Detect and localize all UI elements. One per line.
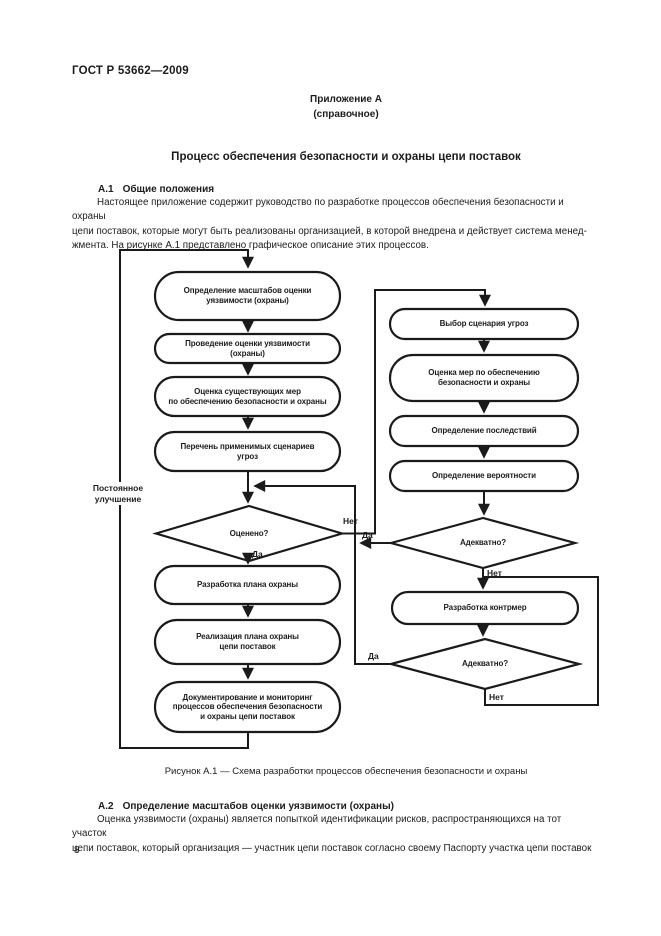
flow-node-line: Определение масштабов оценки bbox=[183, 286, 312, 296]
edge-label-yes: Да bbox=[252, 549, 263, 559]
section-a2-heading: А.2 Определение масштабов оценки уязвимос… bbox=[98, 801, 394, 812]
flow-decision-adequate-1: Адекватно? bbox=[391, 518, 575, 568]
continuous-improvement-label: Постоянное улучшение bbox=[85, 482, 151, 505]
annex-label: Приложение А bbox=[310, 94, 382, 105]
flow-node-line: Оценено? bbox=[229, 528, 269, 538]
edge-label-yes: Да bbox=[368, 651, 379, 661]
paragraph-line: Настоящее приложение содержит руководств… bbox=[72, 197, 564, 223]
edge-label-no: Нет bbox=[487, 568, 502, 578]
flow-node-probability-determination: Определение вероятности bbox=[390, 461, 578, 491]
flow-node-line: уязвимости (охраны) bbox=[206, 296, 289, 305]
flow-node-line: по обеспечению безопасности и охраны bbox=[168, 396, 327, 406]
section-a2-paragraph: Оценка уязвимости (охраны) является попы… bbox=[72, 813, 596, 856]
paragraph-line: цепи поставок, которые могут быть реализ… bbox=[72, 225, 587, 237]
flow-node-security-plan-development: Разработка плана охраны bbox=[155, 566, 340, 604]
flow-node-line: Документирование и мониторинг bbox=[182, 692, 313, 702]
loop-label-line: улучшение bbox=[94, 493, 142, 504]
flow-node-line: (охраны) bbox=[230, 348, 265, 358]
flow-node-line: угроз bbox=[237, 451, 258, 461]
flow-node-countermeasures-development: Разработка контрмер bbox=[392, 592, 578, 624]
flow-node-line: Выбор сценария угроз bbox=[439, 319, 529, 329]
flow-node-line: Оценка существующих мер bbox=[194, 386, 301, 396]
flow-node-existing-measures-evaluation: Оценка существующих мер по обеспечению б… bbox=[155, 377, 340, 416]
flow-node-line: цепи поставок bbox=[219, 642, 276, 651]
flow-node-line: Адекватно? bbox=[461, 659, 509, 669]
section-a1-paragraph: Настоящее приложение содержит руководств… bbox=[72, 196, 596, 254]
section-a2-title: Определение масштабов оценки уязвимости … bbox=[122, 801, 394, 812]
flow-node-line: безопасности и охраны bbox=[437, 378, 531, 387]
flow-node-line: Разработка плана охраны bbox=[196, 580, 299, 590]
flow-node-documentation-monitoring: Документирование и мониторинг процессов … bbox=[155, 682, 340, 732]
flow-node-vulnerability-assessment: Проведение оценки уязвимости (охраны) bbox=[155, 334, 340, 363]
paragraph-line: Оценка уязвимости (охраны) является попы… bbox=[72, 814, 562, 840]
flow-node-line: Проведение оценки уязвимости bbox=[185, 338, 310, 348]
edge-label-no: Нет bbox=[343, 516, 358, 526]
flow-node-scope-definition: Определение масштабов оценки уязвимости … bbox=[155, 272, 340, 320]
section-a2-number: А.2 bbox=[98, 801, 114, 812]
section-a1-number: А.1 bbox=[98, 184, 114, 195]
page-number: 8 bbox=[74, 845, 80, 856]
gost-number: ГОСТ Р 53662—2009 bbox=[72, 65, 189, 77]
flow-node-threat-scenario-selection: Выбор сценария угроз bbox=[390, 309, 578, 339]
paragraph-line: жмента. На рисунке А.1 представлено граф… bbox=[72, 240, 429, 252]
flowchart-graphics bbox=[119, 249, 599, 749]
flow-node-security-plan-implementation: Реализация плана охраны цепи поставок bbox=[155, 620, 340, 664]
flow-node-line: Определение вероятности bbox=[432, 471, 536, 481]
section-a1-heading: А.1 Общие положения bbox=[98, 184, 214, 195]
flow-node-line: Определение последствий bbox=[431, 426, 537, 436]
flow-node-line: Адекватно? bbox=[459, 538, 507, 548]
flow-node-threat-scenarios-list: Перечень применимых сценариев угроз bbox=[155, 432, 340, 471]
section-a1-title: Общие положения bbox=[122, 184, 215, 195]
flow-node-consequences-determination: Определение последствий bbox=[390, 416, 578, 446]
flow-node-line: Разработка контрмер bbox=[443, 603, 527, 613]
paragraph-line: цепи поставок, который организация — уча… bbox=[72, 842, 592, 854]
annex-heading: Приложение А (справочное) bbox=[72, 92, 620, 122]
flow-node-line: процессов обеспечения безопасности bbox=[172, 702, 323, 712]
flow-decision-adequate-2: Адекватно? bbox=[391, 639, 579, 689]
annex-kind: (справочное) bbox=[313, 109, 379, 120]
page-title: Процесс обеспечения безопасности и охран… bbox=[171, 151, 521, 163]
loop-label-line: Постоянное bbox=[92, 483, 144, 493]
figure-caption: Рисунок А.1 — Схема разработки процессов… bbox=[164, 766, 528, 777]
flow-decision-assessed: Оценено? bbox=[156, 506, 342, 561]
edge-label-yes: Да bbox=[362, 530, 373, 540]
flow-node-security-measures-evaluation: Оценка мер по обеспечению безопасности и… bbox=[390, 355, 578, 401]
flow-node-line: и охраны цепи поставок bbox=[200, 711, 295, 721]
edge-label-no: Нет bbox=[489, 692, 504, 702]
flow-node-line: Оценка мер по обеспечению bbox=[428, 368, 540, 378]
figure-a1-flowchart: Определение масштабов оценки уязвимости … bbox=[85, 245, 615, 759]
flow-node-line: Перечень применимых сценариев bbox=[180, 441, 315, 451]
flow-node-line: Реализация плана охраны bbox=[196, 632, 299, 642]
